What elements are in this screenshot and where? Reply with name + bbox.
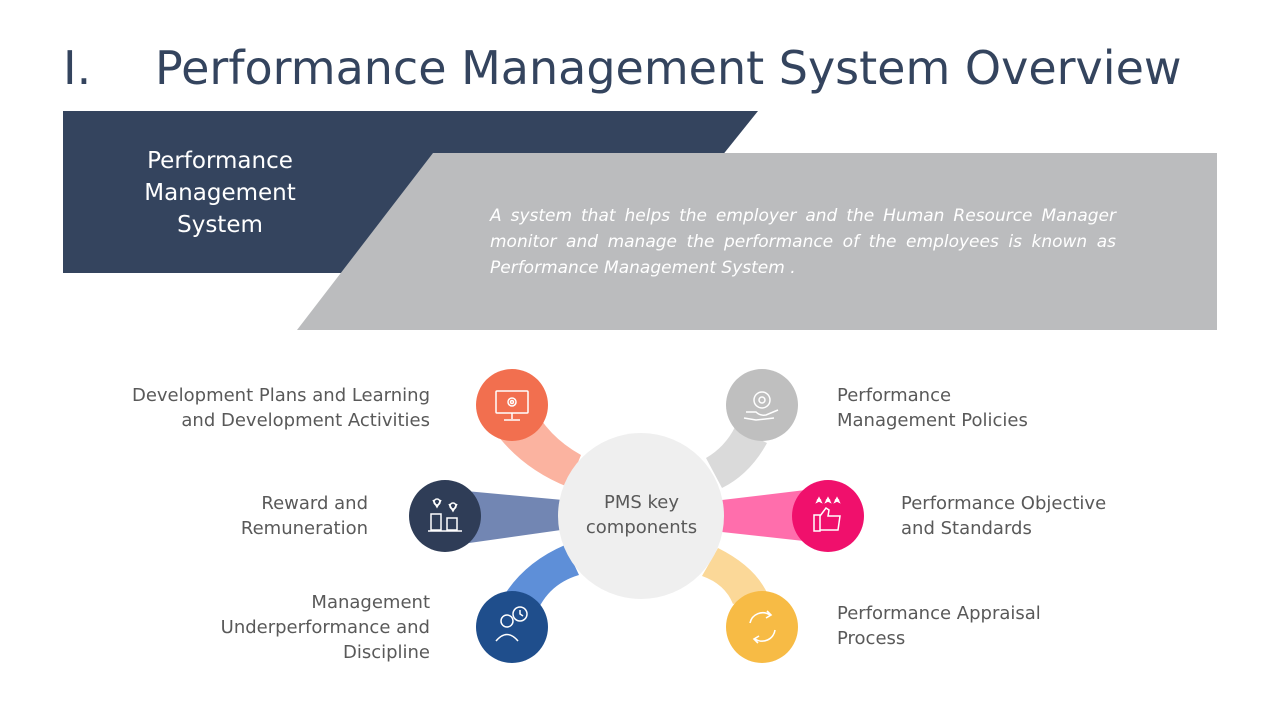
gray-banner (297, 153, 1217, 330)
thumbs-up-stars-icon (813, 496, 841, 532)
system-description: A system that helps the employer and the… (490, 206, 1116, 278)
hub-label: PMS key components (585, 492, 698, 538)
monitor-gear-icon (495, 390, 529, 421)
hub-circle (558, 433, 724, 599)
hand-gear-icon (743, 391, 779, 421)
objective-node (792, 480, 864, 552)
label-management: Management Underperformance and Discipli… (220, 592, 430, 663)
slide-number: I. (63, 41, 92, 95)
label-reward: Reward and Remuneration (240, 493, 368, 539)
policies-node (726, 369, 798, 441)
appraisal-node (726, 591, 798, 663)
reward-node (409, 480, 481, 552)
slide-title: I. Performance Management System Overvie… (63, 38, 1182, 98)
cycle-arrows-icon (749, 610, 776, 644)
management-node (476, 591, 548, 663)
label-objective: Performance Objective and Standards (901, 493, 1107, 539)
connector-policies (706, 427, 767, 488)
connector-reward (455, 490, 563, 545)
system-title: Performance Management System (144, 148, 296, 238)
label-appraisal: Performance Appraisal Process (837, 603, 1041, 649)
team-celebration-icon (428, 498, 462, 532)
connector-appraisal (702, 548, 768, 604)
development-node (476, 369, 548, 441)
person-clock-icon (495, 606, 528, 642)
slide-title-text: Performance Management System Overview (155, 41, 1182, 95)
label-policies: Performance Management Policies (837, 385, 1028, 431)
label-development: Development Plans and Learning and Devel… (131, 385, 430, 431)
